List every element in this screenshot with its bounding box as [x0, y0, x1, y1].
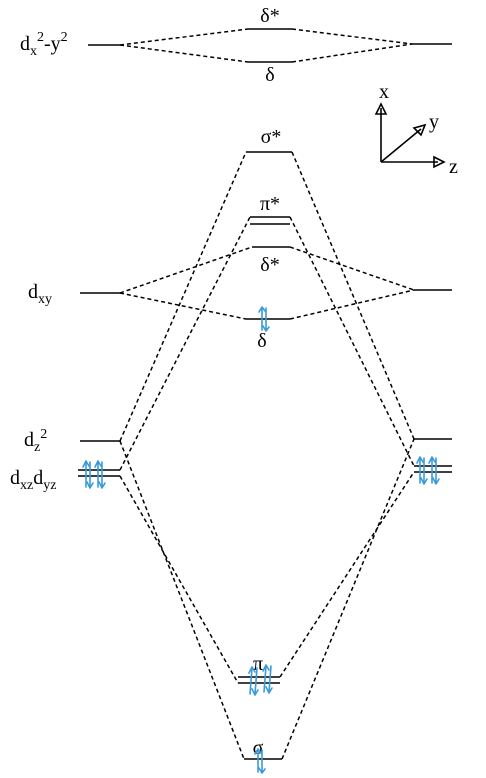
corr-line	[119, 440, 245, 760]
corr-line	[279, 471, 415, 678]
label-delta-star-mid: δ*	[260, 254, 279, 276]
corr-line	[119, 246, 253, 294]
y-axis-arrow-icon	[412, 123, 427, 137]
label-delta-mid: δ	[257, 330, 266, 352]
label-delta-star-top: δ*	[260, 5, 279, 27]
corr-line	[119, 151, 247, 442]
label-dxz-dyz: dxzdyz	[10, 467, 56, 493]
corr-line	[289, 289, 415, 320]
corr-line	[119, 475, 239, 684]
spin-pair-icon	[94, 460, 106, 489]
axis-label-y: y	[429, 111, 439, 133]
label-pi: π	[253, 653, 263, 675]
corr-line	[119, 216, 251, 471]
corr-line	[291, 28, 413, 45]
label-delta-top: δ	[265, 64, 274, 86]
spin-pair-icon	[248, 666, 259, 696]
label-dx2-y2: dx2-y2	[20, 30, 68, 59]
corr-line	[291, 43, 413, 63]
x-axis-arrow-icon	[374, 102, 388, 115]
label-dz2: dz2	[24, 427, 47, 455]
corr-line	[291, 151, 415, 440]
spin-pair-icon	[428, 456, 440, 485]
label-pi-star: π*	[260, 193, 280, 215]
corr-line	[119, 28, 249, 46]
z-axis-arrow-icon	[433, 155, 446, 169]
corr-line	[289, 216, 415, 467]
spin-pair-icon	[416, 456, 428, 485]
spin-pair-icon	[262, 664, 273, 694]
label-sigma-star: σ*	[261, 126, 282, 148]
y-axis-line	[380, 128, 422, 163]
corr-line	[281, 438, 415, 760]
spin-pair-icon	[254, 748, 266, 774]
correlation-lines	[119, 28, 415, 760]
corr-line	[119, 44, 249, 63]
corr-line	[289, 246, 415, 291]
label-sigma: σ	[253, 737, 264, 759]
axis-label-z: z	[449, 156, 458, 178]
coordinate-axes: x y z	[374, 81, 458, 178]
label-dxy: dxy	[28, 281, 52, 307]
axis-label-x: x	[379, 81, 389, 103]
electron-annotations	[82, 306, 440, 774]
spin-pair-icon	[258, 306, 270, 332]
spin-pair-icon	[82, 460, 94, 489]
corr-line	[119, 292, 247, 320]
